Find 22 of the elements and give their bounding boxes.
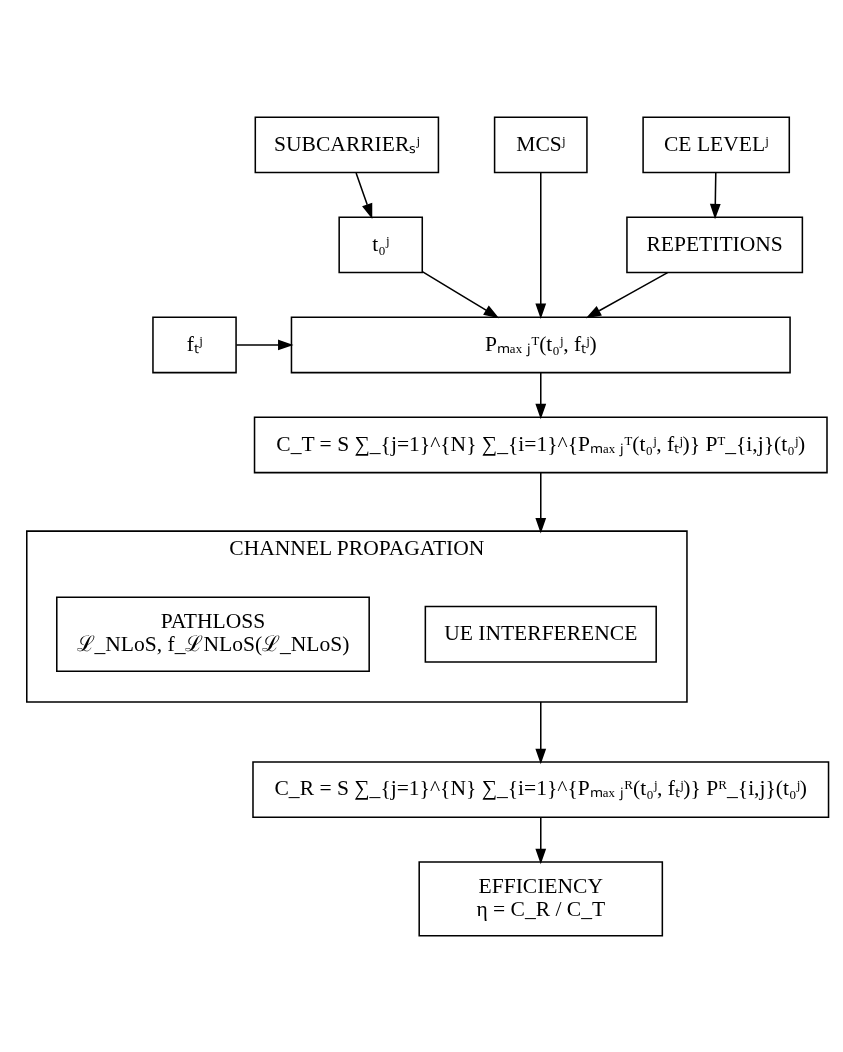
arrow — [355, 171, 373, 219]
arrow — [535, 171, 547, 319]
node-box: UE INTERFERENCE — [424, 605, 657, 663]
arrow — [535, 816, 547, 864]
arrow — [421, 270, 500, 318]
node-box: C_T = S ∑_{j=1}^{N} ∑_{i=1}^{Pₘₐₓ ⱼᵀ(t₀ʲ, fₜʲ)} Pᵀ_{i,j}(t₀ʲ) — [253, 415, 828, 473]
arrow — [535, 371, 547, 419]
arrow — [535, 471, 547, 533]
arrow — [535, 700, 547, 764]
node-box: CE LEVELʲ — [642, 115, 791, 173]
arrow — [709, 171, 721, 219]
node-box: t₀ʲ — [338, 215, 424, 273]
node-box: EFFICIENCY η = C_R / C_T — [418, 860, 664, 937]
node-box: REPETITIONS — [626, 215, 804, 273]
node-box: Pₘₐₓ ⱼᵀ(t₀ʲ, fₜʲ) — [290, 315, 791, 373]
arrow — [235, 339, 294, 350]
node-box: C_R = S ∑_{j=1}^{N} ∑_{i=1}^{Pₘₐₓ ⱼᴿ(t₀ʲ, fₜʲ)} Pᴿ_{i,j}(t₀ʲ) — [252, 760, 830, 818]
node-box: fₜʲ — [152, 315, 237, 373]
node-box: MCSʲ — [493, 115, 588, 173]
arrow — [585, 271, 669, 318]
node-box: PATHLOSS ℒ_NLoS, f_ℒNLoS(ℒ_NLoS) — [56, 596, 370, 672]
node-box: SUBCARRIERₛʲ — [254, 115, 440, 173]
